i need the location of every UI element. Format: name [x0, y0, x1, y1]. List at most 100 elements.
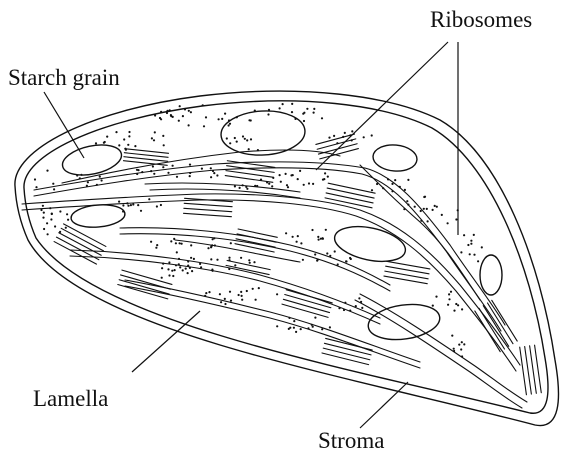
ribosome-dot	[427, 220, 429, 222]
ribosome-dot	[240, 257, 242, 259]
ribosome-dot	[447, 222, 449, 224]
granum-stack	[282, 290, 332, 318]
ribosome-dot	[268, 183, 270, 185]
ribosome-dot	[288, 317, 290, 319]
ribosome-dot	[467, 244, 469, 246]
ribosome-dot	[481, 246, 483, 248]
ribosome-dot	[239, 187, 241, 189]
ribosome-dot	[151, 137, 153, 139]
ribosome-dot	[360, 301, 362, 303]
ribosome-dot	[179, 105, 181, 107]
ribosome-dot	[221, 118, 223, 120]
ribosome-dot	[303, 120, 305, 122]
ribosome-dot	[238, 294, 240, 296]
ribosome-dot	[320, 238, 322, 240]
ribosome-dot	[234, 185, 236, 187]
granum-stack	[54, 224, 106, 264]
ribosome-dot	[311, 229, 313, 231]
ribosome-dot	[276, 293, 278, 295]
ribosome-dot	[155, 247, 157, 249]
ribosome-dot	[455, 303, 457, 305]
ribosome-dot	[79, 177, 81, 179]
ribosome-dot	[407, 179, 409, 181]
leader-line-lamella	[132, 311, 200, 372]
ribosome-dot	[236, 116, 238, 118]
ribosome-dot	[241, 295, 243, 297]
ribosome-dot	[435, 296, 437, 298]
ribosome-dot	[338, 307, 340, 309]
ribosome-dot	[162, 166, 164, 168]
ribosome-dot	[271, 185, 273, 187]
ribosome-dot	[191, 270, 193, 272]
ribosome-dot	[473, 234, 475, 236]
ribosome-dot	[210, 245, 212, 247]
ribosome-dot	[125, 149, 127, 151]
ribosome-dot	[257, 149, 259, 151]
ribosome-dot	[210, 258, 212, 260]
ribosome-dot	[173, 238, 175, 240]
ribosome-dot	[169, 109, 171, 111]
ribosome-dot	[229, 123, 231, 125]
leader-line-stroma	[360, 382, 408, 428]
ribosome-dot	[414, 206, 416, 208]
ribosome-dot	[303, 112, 305, 114]
ribosome-dot	[470, 240, 472, 242]
ribosome-dot	[297, 235, 299, 237]
ribosome-dot	[76, 174, 78, 176]
ribosome-dot	[358, 297, 360, 299]
ribosome-dot	[87, 181, 89, 183]
ribosome-dot	[35, 186, 37, 188]
ribosome-dot	[355, 305, 357, 307]
ribosome-dot	[178, 263, 180, 265]
ribosome-dot	[136, 173, 138, 175]
ribosome-dot	[179, 242, 181, 244]
ribosome-dot	[295, 331, 297, 333]
ribosome-dot	[118, 144, 120, 146]
ribosome-dot	[226, 137, 228, 139]
ribosome-dot	[321, 117, 323, 119]
ribosome-dot	[256, 185, 258, 187]
ribosome-dot	[254, 185, 256, 187]
ribosome-dot	[292, 236, 294, 238]
ribosome-dot	[213, 172, 215, 174]
ribosome-dot	[95, 142, 97, 144]
ribosome-dot	[80, 174, 82, 176]
ribosome-dot	[199, 263, 201, 265]
ribosome-dot	[327, 176, 329, 178]
ribosome-dot	[285, 232, 287, 234]
ribosome-dot	[172, 275, 174, 277]
ribosome-dot	[212, 170, 214, 172]
ribosome-dot	[234, 264, 236, 266]
ribosome-dot	[204, 295, 206, 297]
ribosome-dot	[241, 299, 243, 301]
ribosome-dot	[477, 260, 479, 262]
grana-stacks	[54, 134, 541, 395]
leader-line-starch-grain	[44, 92, 84, 158]
ribosome-dot	[463, 234, 465, 236]
ribosome-dot	[229, 291, 231, 293]
ribosome-dot	[228, 124, 230, 126]
ribosome-dot	[229, 142, 231, 144]
ribosome-dot	[216, 174, 218, 176]
ribosome-dot	[54, 225, 56, 227]
ribosome-dot	[178, 120, 180, 122]
ribosome-dot	[448, 293, 450, 295]
ribosome-dot	[336, 142, 338, 144]
ribosome-dot	[242, 135, 244, 137]
ribosome-dot	[40, 209, 42, 211]
ribosome-dot	[318, 239, 320, 241]
ribosome-dot	[328, 137, 330, 139]
lamella-line	[34, 168, 501, 331]
ribosome-dot	[268, 109, 270, 111]
ribosome-dot	[187, 260, 189, 262]
lamella-line	[34, 162, 505, 325]
ribosome-dot	[106, 136, 108, 138]
ribosome-dot	[286, 184, 288, 186]
ribosome-dot	[387, 178, 389, 180]
ribosome-dot	[130, 204, 132, 206]
ribosome-dot	[182, 269, 184, 271]
ribosome-dot	[150, 170, 152, 172]
ribosome-dot	[361, 307, 363, 309]
leader-lines	[44, 42, 458, 428]
ribosome-dot	[293, 320, 295, 322]
